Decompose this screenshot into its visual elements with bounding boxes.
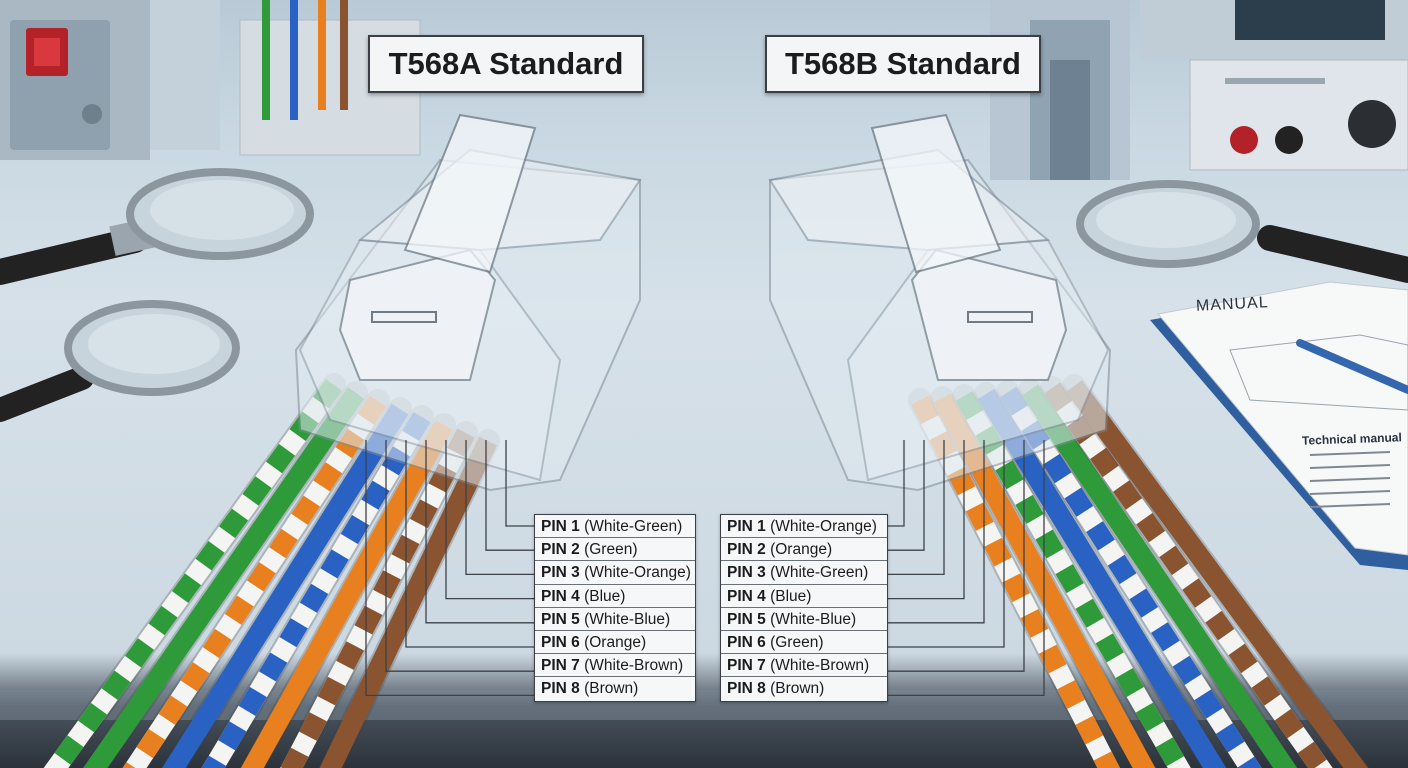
technical-manual (1150, 281, 1408, 570)
pin-number: PIN 3 (727, 564, 766, 582)
t568a-wire-stripe-pin-1 (43, 379, 343, 768)
pin-color: (Brown) (584, 680, 639, 698)
table-row: PIN 5 (White-Blue) (535, 608, 695, 631)
pin-number: PIN 4 (541, 587, 580, 605)
t568a-leader-pin-3 (465, 440, 534, 576)
t568b-wire-pin-4 (977, 388, 1227, 768)
t568a-leader-pin-1 (505, 440, 534, 527)
t568a-wire-stripe-pin-5 (201, 411, 431, 768)
pin-color: (White-Brown) (770, 657, 870, 675)
table-row: PIN 6 (Orange) (535, 631, 695, 655)
t568b-wire-pin-8 (1065, 380, 1369, 768)
pin-number: PIN 2 (727, 541, 766, 559)
t568a-wire-pin-3 (122, 395, 387, 768)
t568a-title: T568A Standard (368, 35, 644, 93)
t568a-cable-wires (41, 373, 500, 768)
t568a-wire-stripe-pin-7 (280, 428, 475, 768)
pin-color: (Orange) (770, 541, 833, 559)
t568b-pin-leader-lines (886, 440, 1045, 697)
t568b-title-text: T568B Standard (784, 46, 1021, 81)
t568a-wire-pin-8 (319, 436, 498, 768)
t568a-pin-leader-lines (365, 440, 534, 697)
t568b-leader-pin-5 (886, 440, 985, 624)
table-row: PIN 4 (Blue) (721, 585, 887, 608)
table-row: PIN 2 (Orange) (721, 538, 887, 562)
t568b-wire-stripe-pin-3 (955, 390, 1191, 768)
t568a-leader-pin-4 (445, 440, 534, 600)
table-row: PIN 1 (White-Orange) (721, 515, 887, 539)
t568a-leader-pin-2 (485, 440, 534, 551)
pin-color: (White-Green) (770, 564, 869, 582)
t568b-leader-pin-2 (886, 440, 925, 551)
magnifier-left-bottom (0, 300, 240, 422)
t568a-wire-pin-2 (83, 387, 365, 768)
pin-color: (White-Brown) (584, 657, 684, 675)
t568a-wire-pin-4 (162, 403, 409, 768)
pin-color: (White-Orange) (770, 518, 877, 535)
pin-color: (Blue) (770, 587, 812, 605)
t568a-leader-pin-7 (385, 440, 534, 672)
t568b-leader-pin-3 (886, 440, 945, 576)
t568b-wire-stripe-pin-7 (1043, 382, 1333, 768)
t568a-leader-pin-6 (405, 440, 534, 648)
t568a-leader-pin-8 (365, 440, 534, 697)
pin-number: PIN 6 (727, 633, 766, 651)
table-row: PIN 8 (Brown) (535, 677, 695, 700)
pin-color: (Green) (770, 633, 824, 651)
table-row: PIN 5 (White-Blue) (721, 608, 887, 631)
magnifier-right (1076, 180, 1408, 283)
pin-number: PIN 4 (727, 587, 766, 605)
t568b-wire-stripe-pin-1 (911, 395, 1120, 768)
table-row: PIN 7 (White-Brown) (535, 654, 695, 678)
pin-number: PIN 1 (541, 518, 580, 535)
table-row: PIN 3 (White-Green) (721, 561, 887, 585)
t568a-title-text: T568A Standard (388, 46, 624, 81)
table-row: PIN 8 (Brown) (721, 677, 887, 700)
t568b-leader-pin-8 (886, 440, 1045, 697)
pin-color: (Orange) (584, 633, 647, 651)
pin-number: PIN 5 (541, 610, 580, 628)
t568a-rj45-connector (294, 113, 642, 492)
t568b-wire-pin-6 (1021, 384, 1298, 768)
pin-number: PIN 7 (727, 657, 766, 675)
pin-number: PIN 5 (727, 610, 766, 628)
t568b-leader-pin-4 (886, 440, 965, 600)
pin-number: PIN 2 (541, 541, 580, 559)
magnifier-left-top (0, 168, 314, 285)
t568b-leader-pin-6 (886, 440, 1005, 648)
pin-number: PIN 8 (541, 680, 580, 698)
table-row: PIN 2 (Green) (535, 538, 695, 562)
t568b-leader-pin-7 (886, 440, 1025, 672)
table-row: PIN 6 (Green) (721, 631, 887, 655)
pin-color: (Green) (584, 541, 638, 559)
pin-color: (White-Orange) (584, 564, 691, 582)
pin-number: PIN 3 (541, 564, 580, 582)
table-row: PIN 3 (White-Orange) (535, 561, 695, 585)
table-row: PIN 4 (Blue) (535, 585, 695, 608)
pin-color: (Brown) (770, 680, 825, 698)
t568b-title: T568B Standard (765, 35, 1041, 93)
table-row: PIN 1 (White-Green) (535, 515, 695, 539)
table-row: PIN 7 (White-Brown) (721, 654, 887, 678)
background-equipment (0, 0, 1408, 180)
pin-color: (White-Green) (584, 518, 683, 535)
pin-color: (White-Blue) (770, 610, 857, 628)
t568a-wire-pin-6 (240, 420, 453, 768)
pin-color: (White-Blue) (584, 610, 671, 628)
pin-number: PIN 1 (727, 518, 766, 535)
t568b-leader-pin-1 (886, 440, 905, 527)
pin-number: PIN 6 (541, 633, 580, 651)
t568b-pin-table: PIN 1 (White-Orange) PIN 2 (Orange) PIN … (720, 514, 888, 702)
t568a-pin-table: PIN 1 (White-Green) PIN 2 (Green) PIN 3 … (534, 514, 696, 702)
t568a-leader-pin-5 (425, 440, 534, 624)
pin-number: PIN 7 (541, 657, 580, 675)
pin-number: PIN 8 (727, 680, 766, 698)
manual-title: MANUAL (1195, 294, 1270, 315)
t568b-rj45-connector (768, 113, 1112, 492)
t568b-wire-pin-5 (999, 386, 1262, 768)
pin-color: (Blue) (584, 587, 626, 605)
